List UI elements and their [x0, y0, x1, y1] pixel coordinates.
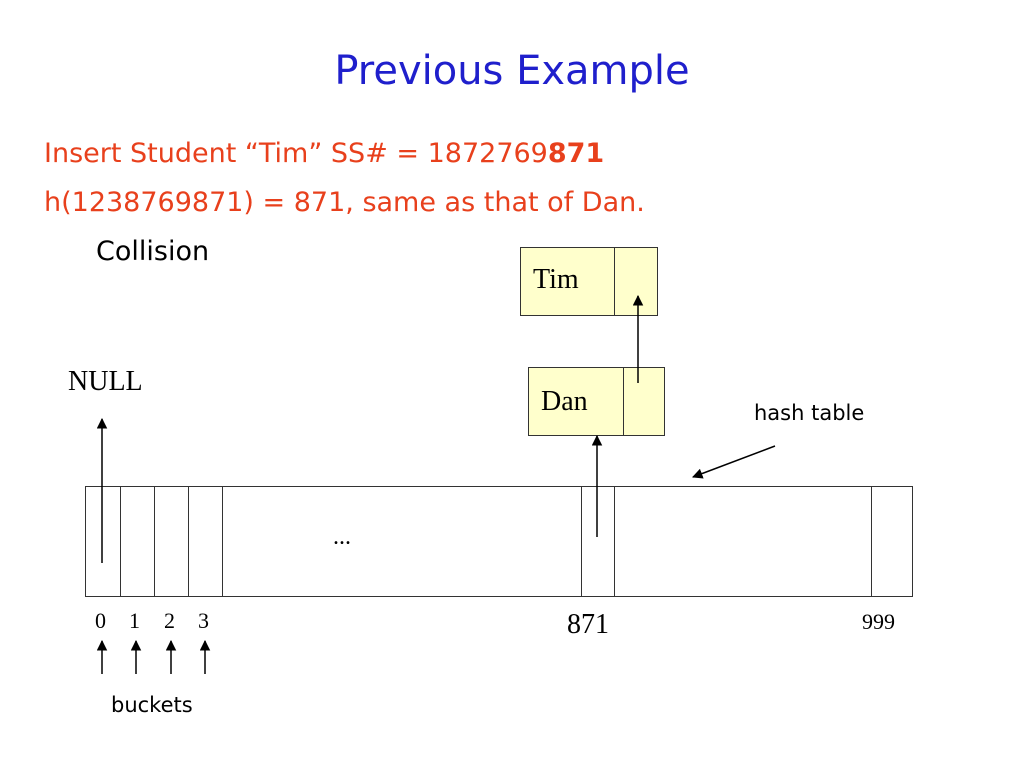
bucket-divider	[871, 487, 872, 596]
hash-table	[85, 486, 913, 597]
collision-label: Collision	[96, 236, 210, 267]
node-dan-label: Dan	[541, 386, 588, 417]
bucket-index-0: 0	[95, 608, 106, 633]
hash-table-pointer-arrow	[692, 445, 776, 479]
bucket-divider	[120, 487, 121, 596]
hash-statement: h(1238769871) = 871, same as that of Dan…	[44, 187, 645, 218]
null-label: NULL	[68, 366, 143, 397]
bucket-divider	[188, 487, 189, 596]
node-dan: Dan	[528, 367, 665, 436]
insert-statement-text: Insert Student “Tim” SS# = 1872769	[44, 138, 548, 169]
insert-statement: Insert Student “Tim” SS# = 1872769871	[44, 138, 604, 169]
bucket-index-1: 1	[129, 608, 140, 633]
bucket-index-871: 871	[567, 609, 609, 640]
node-tim-pointer-cell	[614, 248, 615, 315]
buckets-label: buckets	[111, 693, 193, 717]
node-dan-pointer-cell	[623, 368, 624, 435]
bucket-index-3: 3	[198, 608, 209, 633]
node-tim-label: Tim	[533, 264, 579, 295]
bucket-divider	[154, 487, 155, 596]
slide-title: Previous Example	[334, 48, 690, 94]
ellipsis: ...	[333, 524, 351, 550]
bucket-divider	[614, 487, 615, 596]
bucket-index-2: 2	[164, 608, 175, 633]
insert-statement-highlight: 871	[547, 138, 605, 169]
bucket-divider	[581, 487, 582, 596]
bucket-divider	[222, 487, 223, 596]
hash-table-label: hash table	[754, 401, 865, 425]
bucket-index-999: 999	[862, 609, 895, 634]
